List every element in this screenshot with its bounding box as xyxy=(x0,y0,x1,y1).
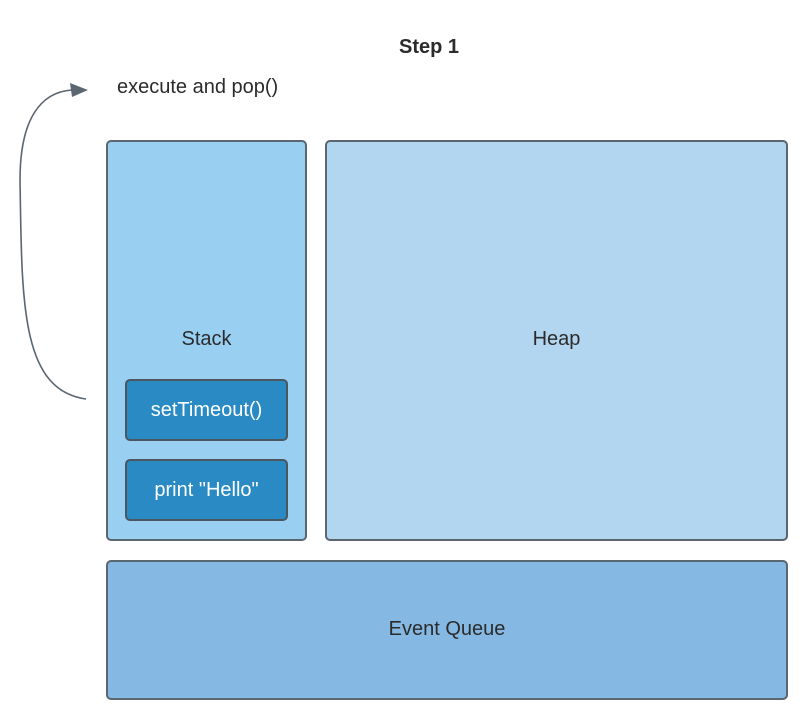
heap-label: Heap xyxy=(532,328,581,350)
stack-frame-label: setTimeout() xyxy=(150,398,263,421)
event-queue-label: Event Queue xyxy=(388,618,506,640)
diagram-title: Step 1 xyxy=(398,36,460,58)
arrow-head-icon xyxy=(70,83,88,97)
curved-arrow-path xyxy=(19,89,87,400)
stack-frame-print-hello: print "Hello" xyxy=(125,459,288,521)
event-queue-box: Event Queue xyxy=(106,560,788,700)
stack-frame-settimeout: setTimeout() xyxy=(125,379,288,441)
stack-label: Stack xyxy=(181,328,232,350)
arrow-label: execute and pop() xyxy=(117,76,279,98)
heap-box: Heap xyxy=(325,140,788,541)
stack-frame-label: print "Hello" xyxy=(154,478,259,501)
